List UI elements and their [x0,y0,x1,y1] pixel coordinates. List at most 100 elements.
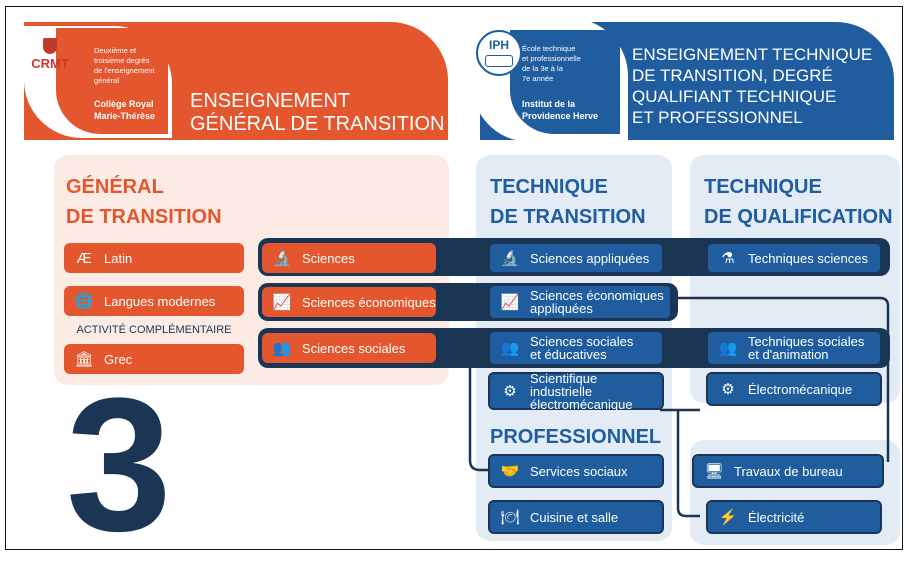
option-label: Grec [104,351,133,367]
general-column-title: GÉNÉRAL DE TRANSITION [66,172,222,232]
header-right-badge-panel [510,30,620,134]
option-langues: 🌐 Langues modernes [64,286,244,316]
globe-icon: 🌐 [74,293,94,310]
people-icon: 👥 [718,340,738,357]
option-sciences: 🔬 Sciences [262,243,436,273]
header-left-badge-panel [56,28,168,134]
header-left-description: Deuxième et troisième degrés de l'enseig… [94,46,155,86]
header-left-school: Collège Royal Marie-Thérèse [94,98,155,122]
option-label: Techniques sociales et d'animation [748,335,864,361]
connector-eco-to-bureau [672,296,890,462]
option-travaux-bureau: 🖥 Travaux de bureau [692,454,884,488]
title-line: DE QUALIFICATION [704,206,893,228]
microscope-icon: 🔬 [500,250,520,267]
header-right-title: ENSEIGNEMENT TECHNIQUE DE TRANSITION, DE… [632,44,872,128]
option-label: Sciences [302,250,355,266]
chart-coins-icon: 📈 [272,294,292,311]
electrician-icon: ⚡ [718,509,738,526]
title-line: DE TRANSITION [66,206,222,228]
desc-line: général [94,76,120,85]
tech-qualification-column-title: TECHNIQUE DE QUALIFICATION [704,172,893,232]
big-number-3: 3 [66,359,172,571]
microscope-icon: 🔬 [272,250,292,267]
option-grec: 🏛 Grec [64,344,244,374]
connector-sociales-to-services [468,362,488,472]
label-line: Techniques sociales [748,334,865,349]
iph-logo: IPH [476,30,522,76]
label-line: Sciences économiques [530,288,664,303]
desk-icon: 🖥 [704,463,724,480]
crmt-logo: CRMT [28,38,72,71]
gear-chip-icon: ⚙ [503,383,517,400]
desc-line: École technique [522,44,576,53]
option-label: Électromécanique [748,381,853,397]
cloche-icon: 🍽 [500,509,520,526]
option-label: Travaux de bureau [734,463,843,479]
title-line: ET PROFESSIONNEL [632,108,803,127]
school-line: Providence Herve [522,111,599,121]
title-line: DE TRANSITION [490,206,646,228]
option-scientifique-industrielle: ⚙ Scientifique industrielle électromécan… [488,372,664,411]
option-label: Sciences appliquées [530,250,650,266]
option-sciences-appliquees: 🔬 Sciences appliquées [488,242,664,274]
people-icon: 👥 [272,340,292,357]
option-sciences-soc-educatives: 👥 Sciences sociales et éducatives [488,330,664,366]
connector-indus-to-electricite [676,410,700,518]
desc-line: troisième degrés [94,56,150,65]
gear-chip-icon: ⚙ [721,381,735,398]
option-label: Sciences sociales et éducatives [530,335,633,361]
option-label: Langues modernes [104,293,216,309]
option-sciences-eco-appliquees: 📈 Sciences économiques appliquées [488,284,672,320]
label-line: Scientifique industrielle [530,370,598,399]
header-right-description: École technique et professionnelle de la… [522,44,581,84]
option-label: Services sociaux [530,463,628,479]
option-latin: Æ Latin [64,243,244,273]
desc-line: Deuxième et [94,46,137,55]
connector-lines [468,296,890,518]
option-sciences-soc: 👥 Sciences sociales [262,333,436,363]
option-label: Techniques sciences [748,250,868,266]
desc-line: 7e année [522,74,554,83]
option-electromecanique: ⚙ Électromécanique [706,372,882,406]
activity-label: ACTIVITÉ COMPLÉMENTAIRE [76,324,232,336]
option-sciences-eco: 📈 Sciences économiques [262,287,436,317]
option-label: Sciences économiques [302,294,436,310]
option-label: Sciences sociales [302,340,406,356]
desc-line: de l'enseignement [94,66,155,75]
title-line: GÉNÉRAL [66,176,164,198]
option-techniques-sciences: ⚗ Techniques sciences [706,242,882,274]
option-label: Scientifique industrielle électromécaniq… [530,372,662,411]
temple-icon: 🏛 [74,351,94,368]
bus-icon [485,55,513,67]
label-line: électromécanique [530,396,633,412]
label-line: et éducatives [530,347,607,362]
school-line: Collège Royal [94,99,154,109]
title-line: ENSEIGNEMENT TECHNIQUE [632,45,873,64]
option-cuisine-salle: 🍽 Cuisine et salle [488,500,664,534]
desc-line: et professionnelle [522,54,581,63]
label-line: et d'animation [748,347,829,362]
option-label: Électricité [748,509,805,525]
option-techniques-sociales: 👥 Techniques sociales et d'animation [706,330,882,366]
chart-coins-icon: 📈 [500,294,520,311]
title-line: QUALIFIANT TECHNIQUE [632,87,837,106]
crest-icon [43,38,57,54]
option-services-sociaux: 🤝 Services sociaux [488,454,664,488]
people-icon: 👥 [500,340,520,357]
label-line: Sciences sociales [530,334,634,349]
latin-ae-icon: Æ [76,249,92,267]
desc-line: de la 3e à la [522,64,563,73]
option-electricite: ⚡ Électricité [706,500,882,534]
title-line: TECHNIQUE [490,176,608,198]
school-line: Marie-Thérèse [94,111,156,121]
crmt-logo-text: CRMT [31,56,69,71]
professional-column-title: PROFESSIONNEL [490,426,662,448]
tech-transition-column-title: TECHNIQUE DE TRANSITION [490,172,646,232]
school-line: Institut de la [522,99,576,109]
title-line: DE TRANSITION, DEGRÉ [632,66,833,85]
label-line: appliquées [530,301,593,316]
hands-people-icon: 🤝 [500,463,520,480]
header-left-title: ENSEIGNEMENT GÉNÉRAL DE TRANSITION [190,90,445,136]
title-line: GÉNÉRAL DE TRANSITION [190,113,445,135]
lab-flask-icon: ⚗ [721,250,735,267]
